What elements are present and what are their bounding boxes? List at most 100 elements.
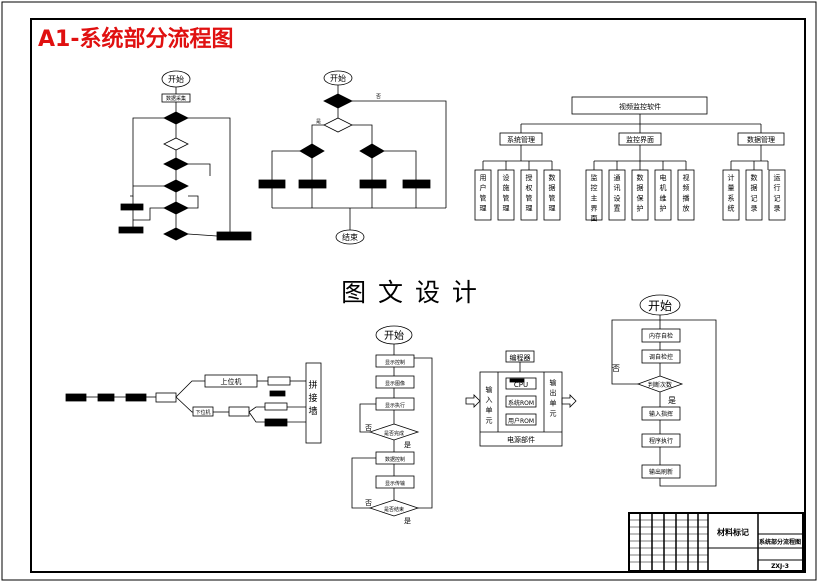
flowchart-2 (258, 70, 447, 245)
flow4-yes-label: 是 (404, 441, 411, 449)
title-block (628, 512, 804, 572)
flow3-box (269, 390, 286, 397)
tree-root-box (571, 96, 708, 115)
flow4-step-label: 数据控制 (385, 456, 405, 463)
tree-leaf-label: 数据记录 (751, 173, 758, 212)
flow4-step-box (375, 475, 415, 489)
output-arrow-icon (561, 394, 577, 408)
flow5-step-label: 内存自检 (649, 332, 673, 340)
flow2-end-label: 结束 (342, 232, 358, 242)
flowchart-3 (65, 362, 322, 444)
flow4-step-label: 显示图像 (385, 380, 405, 387)
software-tree (474, 96, 786, 221)
sheet-title: A1-系统部分流程图 (38, 26, 233, 52)
flow3-box (228, 406, 250, 417)
hw-input-label: 输入单元 (486, 385, 493, 424)
flow5-step-box (641, 433, 681, 448)
input-arrow-icon (465, 394, 481, 408)
flowchart-5 (611, 294, 717, 487)
tree-leaf-label: 授权管理 (526, 173, 533, 212)
hw-power-label: 电源部件 (507, 435, 535, 444)
tree-leaf-box (497, 169, 515, 221)
flow3-box (155, 392, 177, 403)
tree-leaf-box (631, 169, 649, 221)
flow2-end-terminator (335, 229, 365, 245)
tree-leaf-box (745, 169, 763, 221)
flow2-start-label: 开始 (330, 73, 346, 83)
hw-rom-label: 系统ROM (508, 399, 534, 407)
flow3-box (264, 402, 288, 411)
tree-leaf-label: 通讯设置 (614, 173, 621, 212)
flow2-no-label: 否 (376, 94, 381, 100)
flow4-no-label: 否 (365, 499, 372, 507)
flowchart-1 (118, 70, 252, 241)
title-block-frame (628, 512, 804, 572)
inner-frame (30, 18, 806, 573)
center-title: 图 文 设 计 (341, 278, 479, 307)
flow5-decision-label: 判断次数 (648, 381, 672, 389)
tree-leaf-label: 计量系统 (728, 173, 735, 212)
flow5-start-label: 开始 (648, 299, 672, 313)
flow1-first-label: 数据采集 (166, 95, 186, 102)
tree-leaf-label: 视频播放 (683, 173, 690, 212)
flow5-step-label: 输入指挥 (649, 410, 673, 418)
hw-ram-label: 用户ROM (508, 417, 534, 425)
flow5-step-label: 输出刷新 (649, 468, 673, 476)
flow3-box (65, 393, 87, 402)
flow1-left-box-2 (118, 226, 144, 234)
flow3-wall-box (305, 362, 322, 444)
flow4-decision-1-label: 是否完成 (384, 430, 404, 437)
flow1-left-box-1 (120, 203, 144, 211)
flow2-yes-label: 是 (316, 119, 321, 125)
flow2-box-4 (402, 179, 431, 189)
flow1-start-label: 开始 (168, 74, 184, 84)
flow3-upper-label: 上位机 (221, 377, 242, 386)
tree-leaf-label: 用户管理 (480, 174, 487, 212)
tree-leaf-box (722, 169, 740, 221)
flow4-decision-2-label: 是否结束 (384, 506, 404, 513)
flow3-lower-label: 下位机 (195, 409, 210, 416)
flow5-step-box (641, 464, 681, 479)
flow4-step-box (375, 375, 415, 389)
flow2-box-2 (298, 179, 327, 189)
hw-output-label: 输出单元 (550, 378, 557, 417)
flow3-lower-box (192, 406, 214, 417)
flow3-box (267, 376, 291, 386)
tree-leaf-box (543, 169, 561, 221)
flowchart-4 (351, 325, 433, 517)
flow4-step-label: 显示执行 (385, 402, 405, 409)
tree-leaf-label: 运行记录 (774, 174, 781, 212)
flow1-right-box (216, 231, 252, 241)
hardware-diagram (465, 350, 577, 447)
title-block-material: 材料标记 (717, 527, 749, 537)
tree-leaf-label: 电机维护 (660, 173, 667, 212)
flow5-step-label: 程序执行 (649, 437, 673, 445)
flow2-box-1 (258, 179, 286, 189)
tree-root-label: 视频监控软件 (619, 102, 661, 111)
hw-ram-box (505, 413, 537, 426)
flow5-yes-label: 是 (668, 396, 676, 405)
hw-programmer-label: 编程器 (510, 353, 531, 362)
tree-group-label-3: 数据管理 (747, 135, 775, 144)
flow4-no-label: 否 (365, 424, 372, 432)
flow4-step-label: 显示传输 (385, 480, 405, 487)
flow3-wall-label: 拼接墙 (308, 379, 317, 417)
tree-leaf-box (585, 169, 603, 221)
flow5-step-label: 调自检控 (649, 353, 673, 361)
tree-leaf-box (520, 169, 538, 221)
hw-cpu-box (505, 377, 537, 390)
flow2-box-3 (359, 179, 387, 189)
hw-main-box (479, 371, 563, 447)
flow3-box (125, 393, 147, 402)
tree-leaf-label: 数据保护 (637, 173, 644, 212)
tree-leaf-labels: 用户管理 设施管理 授权管理 数据管理 监控主界面 通讯设置 数据保护 电机维护… (480, 173, 781, 223)
flow5-no-label: 否 (612, 364, 620, 373)
flow5-step-box (641, 406, 681, 421)
tree-leaf-box (608, 169, 626, 221)
tree-leaf-box (677, 169, 695, 221)
title-block-name: 系统部分流程图 (759, 538, 801, 546)
tree-leaf-label: 设施管理 (503, 173, 510, 212)
tree-group-label-2: 监控界面 (626, 135, 654, 144)
tree-leaf-box (768, 169, 786, 221)
